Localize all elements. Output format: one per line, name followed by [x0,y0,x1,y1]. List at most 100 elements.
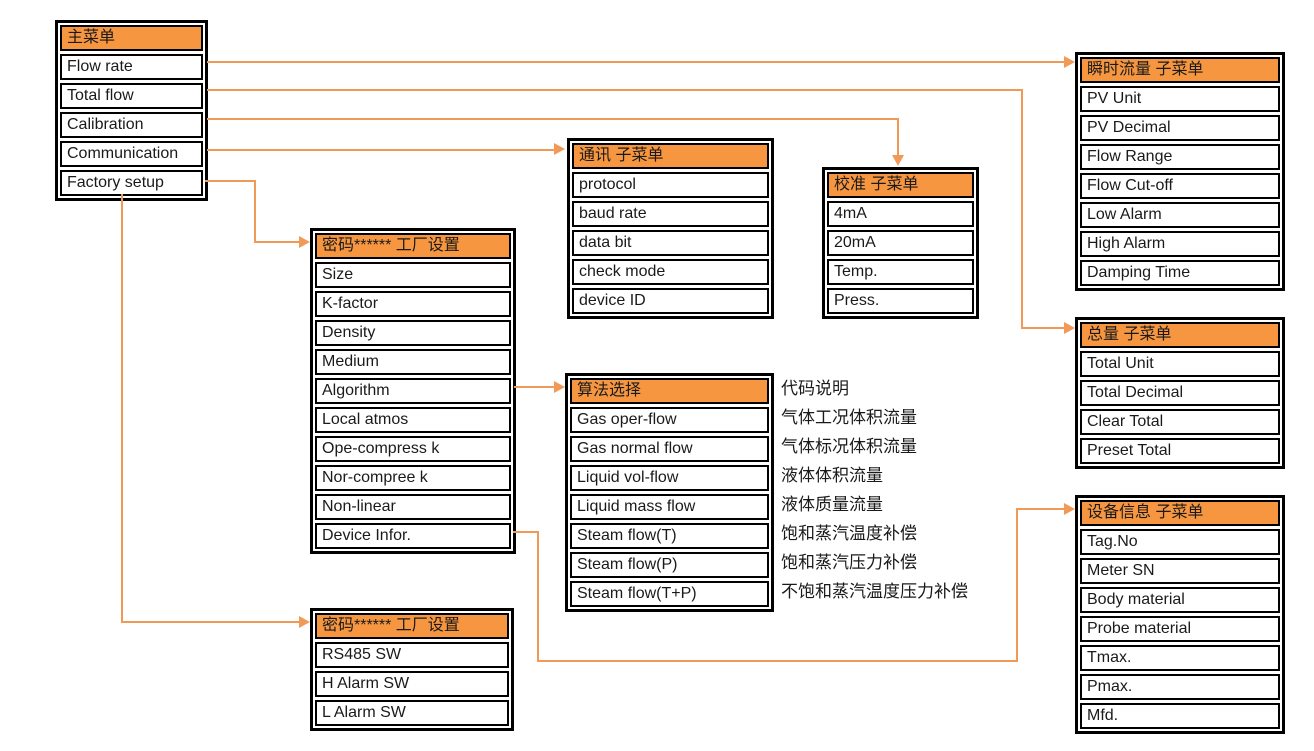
menu-item: High Alarm [1080,231,1280,257]
arrow-right-icon [1064,503,1075,515]
connector-flow-rate-line [207,61,1064,63]
menu-item: Factory setup [60,170,203,196]
algorithm-description-column: 代码说明 气体工况体积流量气体标况体积流量液体体积流量液体质量流量饱和蒸汽温度补… [779,373,1039,610]
menu-item: Liquid vol-flow [570,465,769,491]
menu-item: Algorithm [315,378,511,404]
menu-item: Tmax. [1080,645,1280,671]
menu-box-communication: 通讯 子菜单 protocol baud rate data bit check mo… [567,138,774,319]
menu-item: Density [315,320,511,346]
menu-box-communication-title: 通讯 子菜单 [572,143,769,169]
menu-box-calibration: 校准 子菜单 4mA 20mA Temp. Press. [822,167,979,319]
description-item: 饱和蒸汽温度补偿 [781,524,917,543]
connector-total-flow-line-v [1021,89,1023,329]
menu-item: Flow rate [60,54,203,80]
menu-item: Communication [60,141,203,167]
menu-item: Mfd. [1080,703,1280,729]
connector-total-flow-line-h2 [1021,327,1064,329]
description-item: 液体体积流量 [781,466,883,485]
arrow-right-icon [1064,322,1075,334]
menu-box-instant-flow-title: 瞬时流量 子菜单 [1080,57,1280,83]
menu-item: 20mA [827,230,974,256]
connector-device-info-line-h2 [537,660,1018,662]
menu-item: Ope-compress k [315,436,511,462]
menu-item: Medium [315,349,511,375]
description-item: 饱和蒸汽压力补偿 [781,553,917,572]
menu-item: Gas oper-flow [570,407,769,433]
menu-item: RS485 SW [315,642,509,668]
menu-item: Press. [827,288,974,314]
menu-item: Steam flow(T+P) [570,581,769,607]
connector-device-info-line-v1 [537,531,539,662]
menu-item: Meter SN [1080,558,1280,584]
menu-item: Size [315,262,511,288]
menu-box-main-title: 主菜单 [60,25,203,51]
menu-box-factory-setup2: 密码****** 工厂设置 RS485 SW H Alarm SW L Alarm … [310,608,514,731]
menu-item: Low Alarm [1080,202,1280,228]
menu-box-device-info-title: 设备信息 子菜单 [1080,500,1280,526]
menu-item: Liquid mass flow [570,494,769,520]
menu-item: Flow Cut-off [1080,173,1280,199]
menu-item: Steam flow(T) [570,523,769,549]
connector-factory2-line-h [121,621,299,623]
connector-communication-line [207,149,555,151]
menu-item: Total flow [60,83,203,109]
menu-item: data bit [572,230,769,256]
menu-item: Calibration [60,112,203,138]
connector-algorithm-line [514,386,555,388]
menu-item: Non-linear [315,494,511,520]
connector-factory1-line-v [254,180,256,243]
connector-calibration-line-v [897,118,899,156]
menu-item: Gas normal flow [570,436,769,462]
menu-item: device ID [572,288,769,314]
menu-item: baud rate [572,201,769,227]
menu-box-factory-setup2-title: 密码****** 工厂设置 [315,613,509,639]
arrow-right-icon [1064,56,1075,68]
menu-item: PV Unit [1080,86,1280,112]
menu-box-algorithm-title: 算法选择 [570,378,769,404]
arrow-down-icon [892,155,904,166]
menu-item: Temp. [827,259,974,285]
menu-item: Total Unit [1080,351,1280,377]
connector-factory2-line-v [121,194,123,623]
connector-device-info-line-h1 [513,531,539,533]
menu-item: Body material [1080,587,1280,613]
connector-calibration-line-h [207,118,899,120]
arrow-right-icon [554,143,565,155]
menu-box-calibration-title: 校准 子菜单 [827,172,974,198]
menu-item: Total Decimal [1080,380,1280,406]
menu-item: Pmax. [1080,674,1280,700]
menu-item: Steam flow(P) [570,552,769,578]
connector-factory1-line-h2 [254,241,299,243]
arrow-right-icon [554,381,565,393]
menu-item: H Alarm SW [315,671,509,697]
menu-box-factory-setup-title: 密码****** 工厂设置 [315,233,511,259]
menu-item: 4mA [827,201,974,227]
description-item: 不饱和蒸汽温度压力补偿 [781,582,968,601]
menu-item: L Alarm SW [315,700,509,726]
menu-item: Device Infor. [315,523,511,549]
menu-item: check mode [572,259,769,285]
menu-item: Flow Range [1080,144,1280,170]
description-item: 气体工况体积流量 [781,408,917,427]
menu-item: Damping Time [1080,260,1280,286]
menu-item: K-factor [315,291,511,317]
menu-item: Nor-compree k [315,465,511,491]
arrow-right-icon [299,616,310,628]
description-item: 气体标况体积流量 [781,437,917,456]
description-item: 液体质量流量 [781,495,883,514]
menu-item: PV Decimal [1080,115,1280,141]
menu-item: Probe material [1080,616,1280,642]
connector-factory1-line-h1 [205,180,256,182]
connector-device-info-line-h3 [1016,508,1064,510]
menu-item: protocol [572,172,769,198]
connector-device-info-line-v2 [1016,508,1018,662]
menu-item: Local atmos [315,407,511,433]
menu-item: Tag.No [1080,529,1280,555]
